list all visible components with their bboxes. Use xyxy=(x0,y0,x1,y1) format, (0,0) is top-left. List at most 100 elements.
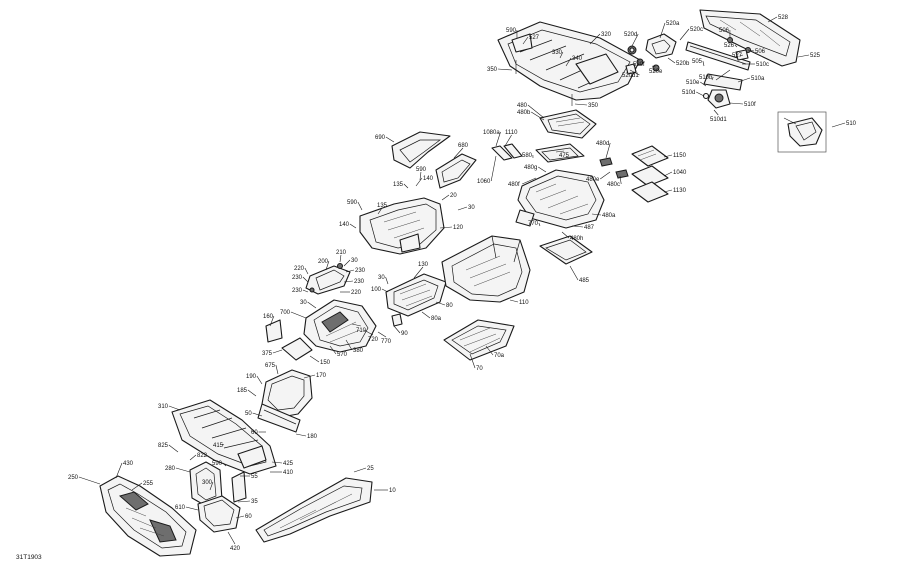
front-fascia-250 xyxy=(99,475,197,557)
callout-c480f: 480f xyxy=(508,182,520,188)
callout-c770a: 770 xyxy=(528,221,539,227)
leader-c135a xyxy=(403,183,409,189)
callout-c610: 610 xyxy=(175,505,186,511)
clips-480c-480d xyxy=(599,157,629,179)
callout-c185: 185 xyxy=(237,388,248,394)
callout-c510e: 510e xyxy=(686,80,700,86)
callout-c480e: 480e xyxy=(586,177,600,183)
callout-c510c: 510c xyxy=(756,62,769,68)
callout-c300: 300 xyxy=(202,480,213,486)
callout-c505: 505 xyxy=(692,59,703,65)
callout-c80a: 80 xyxy=(446,303,453,309)
decals-1150-1040-1130 xyxy=(631,145,669,203)
callout-c410: 410 xyxy=(283,470,294,476)
leader-c770b xyxy=(377,331,387,338)
leader-c675 xyxy=(275,364,279,375)
leader-c480c xyxy=(619,175,622,185)
leader-c487 xyxy=(571,225,584,228)
gasket-475 xyxy=(535,143,585,163)
callout-c520e: 520e xyxy=(649,69,663,75)
leader-c150 xyxy=(309,355,320,363)
callout-c35: 35 xyxy=(251,499,258,505)
footrest-70 xyxy=(443,319,515,361)
callout-c30a: 30 xyxy=(468,205,475,211)
callout-c55: 55 xyxy=(251,474,258,480)
callout-c480c: 480c xyxy=(607,182,620,188)
callout-c310: 310 xyxy=(158,404,169,410)
callout-c520c: 520c xyxy=(690,27,703,33)
leader-c320 xyxy=(589,33,601,45)
callout-c135b: 135 xyxy=(377,203,388,209)
callout-c675: 675 xyxy=(265,363,276,369)
leader-c60b xyxy=(235,515,245,519)
leader-c375 xyxy=(272,349,283,354)
callout-leaders xyxy=(78,16,846,545)
leader-c710 xyxy=(351,323,362,327)
leader-c350b xyxy=(574,103,588,106)
leader-c330 xyxy=(559,51,564,59)
callout-c1060: 1060 xyxy=(477,179,491,185)
callout-c510b: 510b xyxy=(699,75,713,81)
leader-c380 xyxy=(345,339,353,351)
callout-c220b: 220 xyxy=(351,290,362,296)
leader-c255 xyxy=(131,482,143,491)
callout-c60b: 60 xyxy=(245,514,252,520)
leader-c350a xyxy=(497,68,513,71)
callout-c230c: 230 xyxy=(354,279,365,285)
callout-c510f: 510f xyxy=(744,102,756,108)
callout-c200: 200 xyxy=(318,259,329,265)
callout-c135a: 135 xyxy=(393,182,404,188)
leader-c20 xyxy=(441,194,450,201)
callout-c510: 510 xyxy=(846,121,857,127)
callout-c340: 340 xyxy=(572,56,583,62)
storage-hardware-1080 xyxy=(491,143,523,161)
callout-c150: 150 xyxy=(320,360,331,366)
callout-c50: 50 xyxy=(245,411,252,417)
leader-c30a xyxy=(457,206,468,211)
leader-c528 xyxy=(767,16,778,23)
leader-c822 xyxy=(189,454,197,461)
callout-c230a: 230 xyxy=(355,268,366,274)
leader-c50 xyxy=(252,412,263,417)
callout-c520f: 520f xyxy=(633,62,645,68)
leader-c200 xyxy=(325,260,330,271)
leader-c300 xyxy=(209,481,214,491)
callout-c380: 380 xyxy=(353,348,364,354)
leader-c210 xyxy=(339,254,342,263)
callout-c510a: 510a xyxy=(751,76,765,82)
side-panel-375 xyxy=(281,337,313,361)
leader-c230a xyxy=(345,269,355,273)
leader-c140b xyxy=(349,223,357,229)
leader-c220a xyxy=(304,267,309,275)
leader-c135b xyxy=(377,207,383,215)
leader-c70 xyxy=(469,353,476,369)
leader-c570 xyxy=(329,345,337,355)
leader-c340 xyxy=(565,57,572,67)
leader-c475 xyxy=(555,150,564,153)
leader-c310 xyxy=(168,405,181,411)
callout-c120: 120 xyxy=(453,225,464,231)
leader-c35 xyxy=(237,500,251,503)
leader-c100 xyxy=(381,288,389,293)
callout-c20: 20 xyxy=(450,193,457,199)
front-rack-310 xyxy=(171,399,277,475)
callout-c487: 487 xyxy=(584,225,595,231)
leader-c520a xyxy=(659,22,666,39)
leader-c1060 xyxy=(490,155,497,182)
callout-c230d: 230 xyxy=(292,288,303,294)
leader-c510d1 xyxy=(713,109,719,116)
callout-c80b: 80a xyxy=(431,316,442,322)
leader-c250 xyxy=(78,476,101,485)
leader-c770a xyxy=(538,222,541,227)
leader-c420 xyxy=(227,531,236,545)
callout-c770b: 770 xyxy=(381,339,392,345)
leader-c170 xyxy=(303,374,316,379)
leader-c690 xyxy=(385,136,395,143)
callout-c520d: 520d xyxy=(624,32,637,38)
callout-c822: 822 xyxy=(197,453,208,459)
callout-c527b: 527 xyxy=(732,53,743,59)
callout-c480: 480 xyxy=(517,103,528,109)
front-bracket-170 xyxy=(257,369,313,433)
leader-c480a xyxy=(591,213,602,216)
